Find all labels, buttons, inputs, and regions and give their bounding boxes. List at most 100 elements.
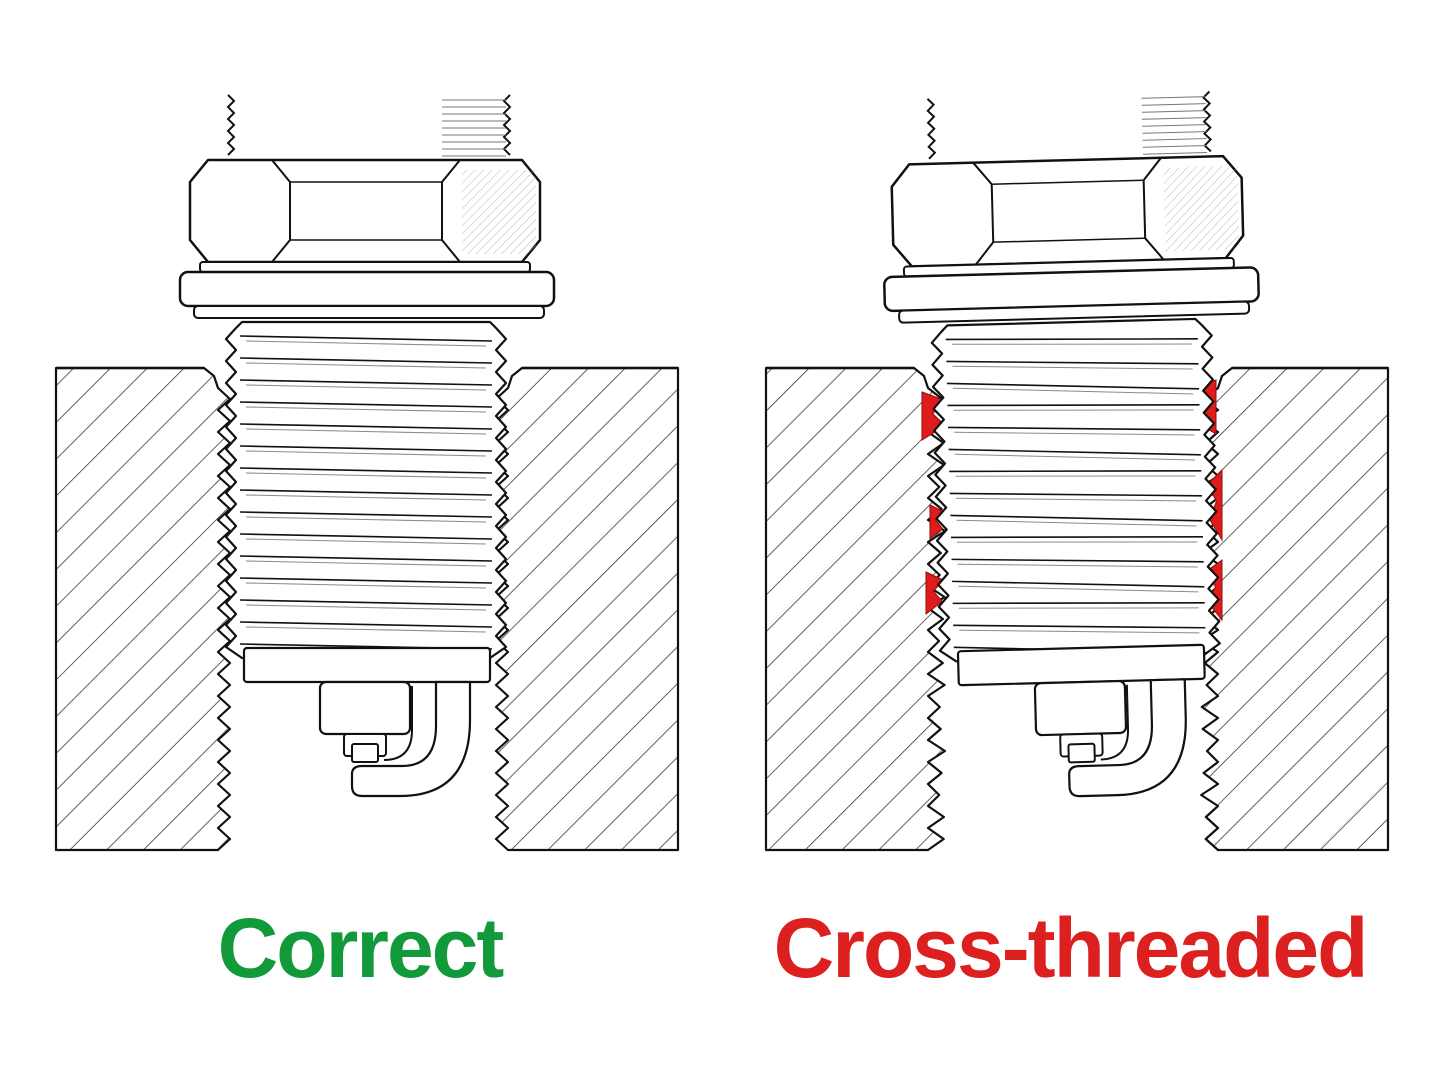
thread-root-line bbox=[956, 519, 1197, 527]
thread-crest-line bbox=[239, 621, 493, 628]
thread-crest-line bbox=[948, 426, 1201, 431]
thread-root-line bbox=[245, 516, 487, 523]
thread-crest-line bbox=[239, 423, 493, 430]
hex-edge-top bbox=[991, 179, 1144, 185]
thread-crest-line bbox=[950, 535, 1204, 539]
thread-crest-line bbox=[951, 558, 1204, 563]
thread-root-line bbox=[952, 365, 1193, 370]
ground-electrode-inner bbox=[383, 686, 413, 761]
insulator-rib bbox=[1141, 96, 1206, 99]
insulator-tip bbox=[318, 680, 412, 736]
thread-root-line bbox=[953, 409, 1194, 411]
thread-crest-line bbox=[239, 555, 493, 562]
insulator-rib bbox=[1142, 138, 1207, 141]
insulator-edge-right bbox=[502, 94, 512, 156]
hex-facet-left bbox=[972, 162, 995, 266]
insulator-rib bbox=[1142, 145, 1207, 148]
threaded-body bbox=[930, 317, 1221, 663]
thread-root-line bbox=[957, 563, 1198, 568]
engine-block-left bbox=[764, 366, 947, 852]
engine-block-right bbox=[1199, 366, 1390, 852]
thread-root-line bbox=[245, 450, 487, 457]
hex-shading bbox=[462, 170, 536, 254]
thread-crest-line bbox=[952, 601, 1205, 605]
thread-crest-line bbox=[239, 599, 493, 606]
thread-crest-line bbox=[239, 335, 493, 342]
correct-panel bbox=[54, 94, 680, 852]
hex-edge-bottom bbox=[993, 237, 1146, 243]
engine-block-right bbox=[494, 366, 680, 852]
insulator-edge-right bbox=[1202, 90, 1213, 153]
thread-crest-line bbox=[946, 382, 1200, 390]
washer-base bbox=[898, 300, 1251, 324]
thread-root-line bbox=[245, 604, 487, 611]
thread-root-line bbox=[245, 428, 487, 435]
thread-root-line bbox=[245, 560, 487, 567]
thread-crest-line bbox=[239, 489, 493, 496]
thread-root-line bbox=[954, 431, 1195, 436]
comparison-illustration bbox=[54, 90, 1390, 852]
thread-root-line bbox=[953, 387, 1194, 395]
flange-ring bbox=[199, 261, 531, 273]
insulator-tip bbox=[1033, 679, 1128, 737]
engine-block-left bbox=[54, 366, 232, 852]
thread-root-line bbox=[955, 497, 1197, 502]
thread-crest-line bbox=[239, 577, 493, 584]
insulator-rib bbox=[1142, 152, 1207, 155]
insulator-rib bbox=[1142, 131, 1207, 134]
spark-plug bbox=[178, 94, 556, 798]
thread-root-line bbox=[245, 362, 487, 369]
insulator-rib bbox=[1142, 124, 1207, 127]
washer-base bbox=[193, 305, 545, 319]
thread-root-line bbox=[245, 340, 487, 347]
thread-root-line bbox=[957, 541, 1198, 543]
thread-root-line bbox=[959, 629, 1200, 634]
thread-root-line bbox=[245, 538, 487, 545]
thread-root-line bbox=[954, 453, 1196, 461]
thread-crest-line bbox=[945, 338, 1198, 341]
thread-crest-line bbox=[950, 514, 1203, 522]
ground-electrode bbox=[1068, 678, 1187, 798]
insulator-edge-left bbox=[226, 94, 236, 156]
thread-root-line bbox=[245, 494, 487, 501]
thread-crest-line bbox=[239, 467, 493, 474]
thread-crest-line bbox=[239, 533, 493, 540]
spark-plug bbox=[883, 90, 1260, 798]
ground-electrode bbox=[350, 680, 472, 798]
thread-root-line bbox=[245, 582, 487, 589]
thread-crest-line bbox=[239, 379, 493, 386]
insulator-rib bbox=[1141, 110, 1206, 113]
hex-nut bbox=[188, 158, 542, 264]
thread-root-line bbox=[955, 475, 1196, 477]
gasket-washer bbox=[178, 270, 556, 308]
thread-crest-line bbox=[948, 448, 1201, 456]
thread-root-line bbox=[245, 406, 487, 413]
center-electrode-tip bbox=[1067, 742, 1096, 764]
thread-crest-line bbox=[949, 470, 1202, 473]
insulator-edge-left bbox=[926, 98, 937, 160]
hex-facet-right bbox=[441, 159, 461, 263]
insulator-rib bbox=[1142, 117, 1207, 120]
cross-threaded-label: Cross-threaded bbox=[773, 901, 1369, 995]
thread-crest-line bbox=[239, 357, 493, 364]
ground-electrode-inner bbox=[1100, 684, 1130, 761]
insulator-rib bbox=[1141, 103, 1206, 106]
thread-root-line bbox=[951, 343, 1192, 345]
thread-crest-line bbox=[947, 404, 1200, 407]
hex-facet-left bbox=[271, 159, 291, 263]
hex-nut bbox=[890, 154, 1245, 268]
thread-crest-line bbox=[239, 445, 493, 452]
center-electrode-tip bbox=[351, 743, 379, 763]
thread-root-line bbox=[958, 585, 1199, 593]
hex-shading bbox=[1163, 165, 1240, 252]
thread-root-line bbox=[958, 607, 1199, 609]
thread-root-line bbox=[245, 626, 487, 633]
thread-crest-line bbox=[949, 492, 1202, 497]
thread-crest-line bbox=[946, 360, 1199, 365]
correct-label: Correct bbox=[217, 901, 505, 995]
thread-root-line bbox=[245, 384, 487, 391]
shell-collar bbox=[242, 646, 492, 684]
thread-crest-line bbox=[952, 580, 1205, 588]
thread-crest-line bbox=[239, 511, 493, 518]
